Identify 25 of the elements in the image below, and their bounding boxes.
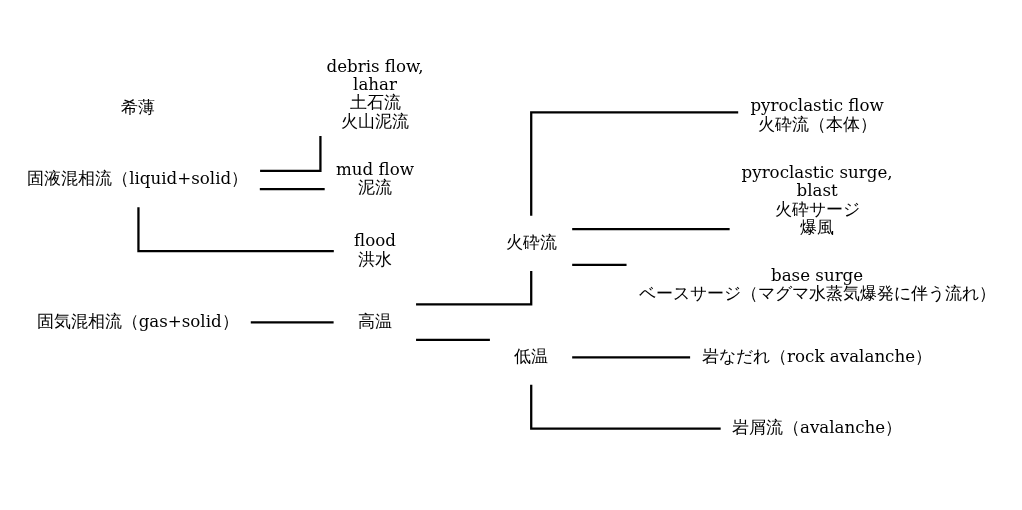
node-text: 岩なだれ（rock avalanche） <box>701 346 932 366</box>
node-text: flood 洪水 <box>353 231 396 269</box>
node-text: pyroclastic flow 火砕流（本体） <box>749 96 884 134</box>
node-text: base surge ベースサージ（マグマ水蒸気爆発に伴う流れ） <box>638 266 996 304</box>
connector <box>259 136 322 172</box>
connector <box>571 228 730 231</box>
connector <box>529 111 738 216</box>
node-text: 岩屑流（avalanche） <box>731 417 902 437</box>
connector <box>259 187 325 191</box>
node-text: 固液混相流（liquid+solid） <box>26 169 248 189</box>
node-text: debris flow, lahar 土石流 火山泥流 <box>325 56 424 131</box>
node-text: pyroclastic surge, blast 火砕サージ 爆風 <box>741 163 893 237</box>
node-text: 高温 <box>357 311 392 331</box>
label: 希薄 <box>120 97 155 117</box>
node-text: 火砕流 <box>505 232 557 252</box>
connector <box>571 263 627 266</box>
node-text: 固気混相流（gas+solid） <box>36 311 239 331</box>
connector <box>415 271 532 306</box>
connector <box>529 384 721 430</box>
node-text: mud flow 泥流 <box>335 160 414 198</box>
node-text: 低温 <box>513 346 548 366</box>
connector <box>571 356 690 359</box>
connector <box>136 207 334 253</box>
connector <box>415 338 490 342</box>
connector <box>250 321 334 324</box>
